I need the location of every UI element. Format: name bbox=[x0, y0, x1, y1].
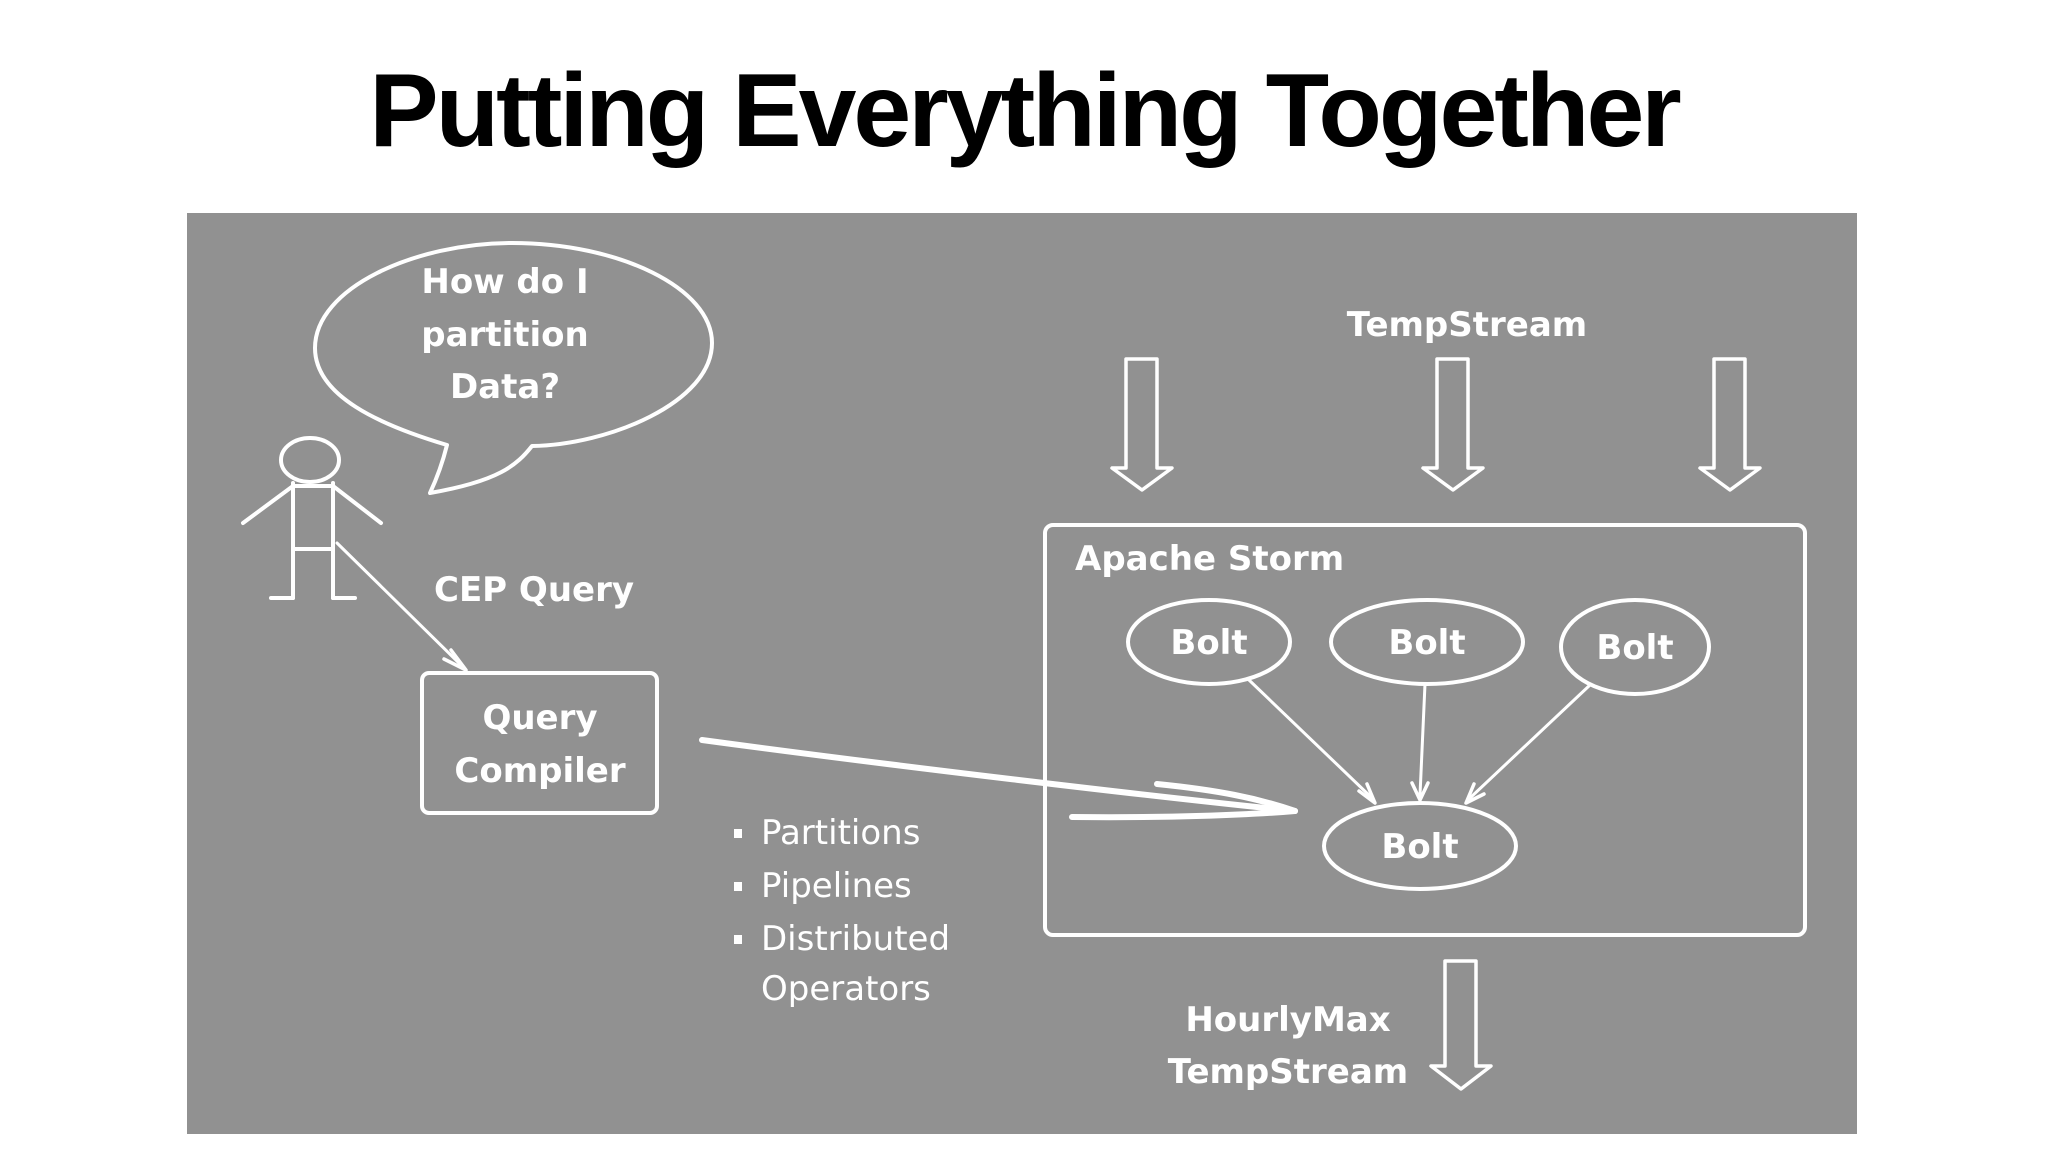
bolt-node bbox=[1126, 598, 1292, 686]
speech-bubble-line: partition bbox=[421, 315, 588, 355]
bolt-edge bbox=[1247, 678, 1377, 805]
speech-bubble bbox=[313, 241, 714, 495]
input-arrow bbox=[1110, 357, 1174, 492]
bolt-label: Bolt bbox=[1381, 827, 1458, 867]
query-compiler-line: Compiler bbox=[454, 751, 625, 791]
cep-query-label: CEP Query bbox=[434, 570, 634, 610]
bolt-label: Bolt bbox=[1170, 623, 1247, 663]
input-arrow bbox=[1698, 357, 1762, 492]
cep-query-arrow bbox=[335, 541, 468, 672]
apache-storm-title: Apache Storm bbox=[1075, 539, 1344, 579]
bolt-label: Bolt bbox=[1388, 623, 1465, 663]
bolt-node bbox=[1559, 598, 1711, 696]
bolt-edge bbox=[1410, 682, 1430, 802]
query-compiler-box bbox=[420, 671, 659, 815]
feature-item: Partitions bbox=[761, 813, 920, 853]
diagram-panel: How do I partition Data? CEP Query Query… bbox=[187, 213, 1857, 1134]
apache-storm-box bbox=[1043, 523, 1807, 937]
bullet-marker bbox=[734, 829, 742, 838]
bolt-node bbox=[1322, 801, 1518, 891]
input-stream-label: TempStream bbox=[1347, 305, 1587, 345]
feature-item-continuation: Operators bbox=[761, 969, 931, 1009]
bullet-marker bbox=[734, 882, 742, 891]
actor-figure bbox=[241, 436, 383, 600]
diagram-canvas: How do I partition Data? CEP Query Query… bbox=[241, 241, 1807, 1092]
bolt-label: Bolt bbox=[1596, 628, 1673, 668]
output-stream-line: TempStream bbox=[1168, 1052, 1408, 1092]
output-stream-line: HourlyMax bbox=[1185, 1000, 1390, 1040]
compiler-to-storm-arrow bbox=[699, 737, 1298, 821]
query-compiler-line: Query bbox=[482, 698, 597, 738]
bolt-edge bbox=[1464, 683, 1592, 805]
input-arrow bbox=[1421, 357, 1485, 492]
speech-bubble-line: How do I bbox=[421, 262, 588, 302]
output-arrow bbox=[1429, 959, 1493, 1091]
speech-bubble-line: Data? bbox=[450, 367, 560, 407]
feature-item: Pipelines bbox=[761, 866, 912, 906]
feature-item: Distributed bbox=[761, 919, 950, 959]
slide-title: Putting Everything Together bbox=[369, 53, 1682, 169]
bullet-marker bbox=[734, 935, 742, 944]
bolt-node bbox=[1329, 598, 1525, 686]
